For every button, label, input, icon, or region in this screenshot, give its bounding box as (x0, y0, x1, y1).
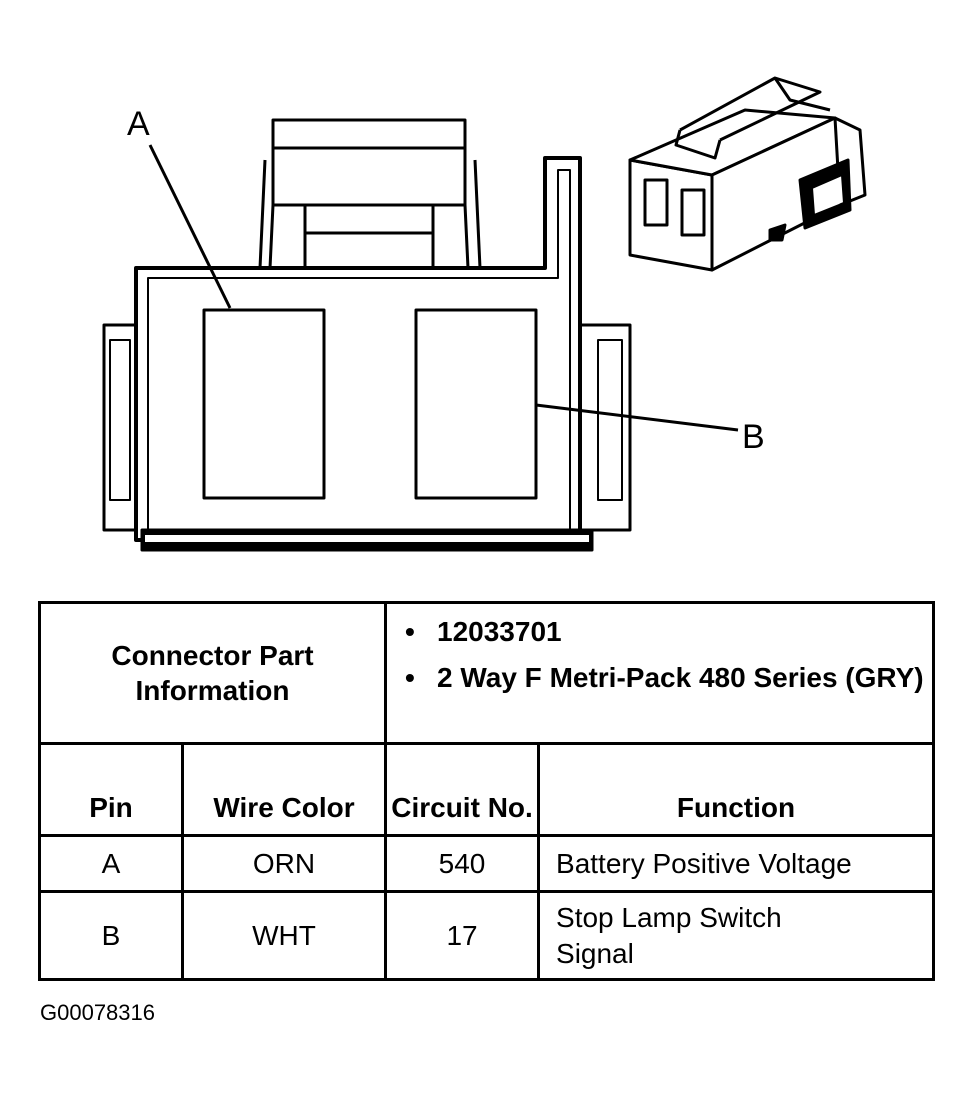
header-circuit-no: Circuit No. (384, 742, 541, 837)
cell-circuit: 17 (384, 890, 541, 981)
connector-part-info-label: Connector Part Information (37, 601, 388, 745)
cell-function: Battery Positive Voltage (537, 834, 936, 893)
callout-label-a: A (127, 105, 150, 143)
part-number: 12033701 (405, 614, 932, 650)
connector-face-view (102, 118, 739, 552)
table-header-row: Pin Wire Color Circuit No. Function (38, 742, 936, 837)
figure-id: G00078316 (40, 1000, 155, 1025)
header-function: Function (537, 742, 936, 837)
connector-part-table: Connector Part Information 12033701 2 Wa… (37, 601, 936, 981)
header-wire-color: Wire Color (180, 742, 388, 837)
cell-wire-color: ORN (180, 834, 388, 893)
table-row: B WHT 17 Stop Lamp Switch Signal (38, 890, 936, 981)
cell-pin: B (38, 890, 184, 981)
cell-function: Stop Lamp Switch Signal (537, 890, 936, 981)
part-info-list: 12033701 2 Way F Metri-Pack 480 Series (… (384, 601, 936, 745)
callout-label-b: B (742, 418, 765, 456)
connector-description: 2 Way F Metri-Pack 480 Series (GRY) (405, 660, 932, 696)
connector-diagram (102, 76, 867, 552)
part-info-row: Connector Part Information 12033701 2 Wa… (37, 601, 936, 745)
cell-pin: A (38, 834, 184, 893)
header-pin: Pin (38, 742, 184, 837)
connector-iso-view (628, 76, 867, 272)
cell-wire-color: WHT (180, 890, 388, 981)
cell-circuit: 540 (384, 834, 541, 893)
table-row: A ORN 540 Battery Positive Voltage (38, 834, 936, 893)
